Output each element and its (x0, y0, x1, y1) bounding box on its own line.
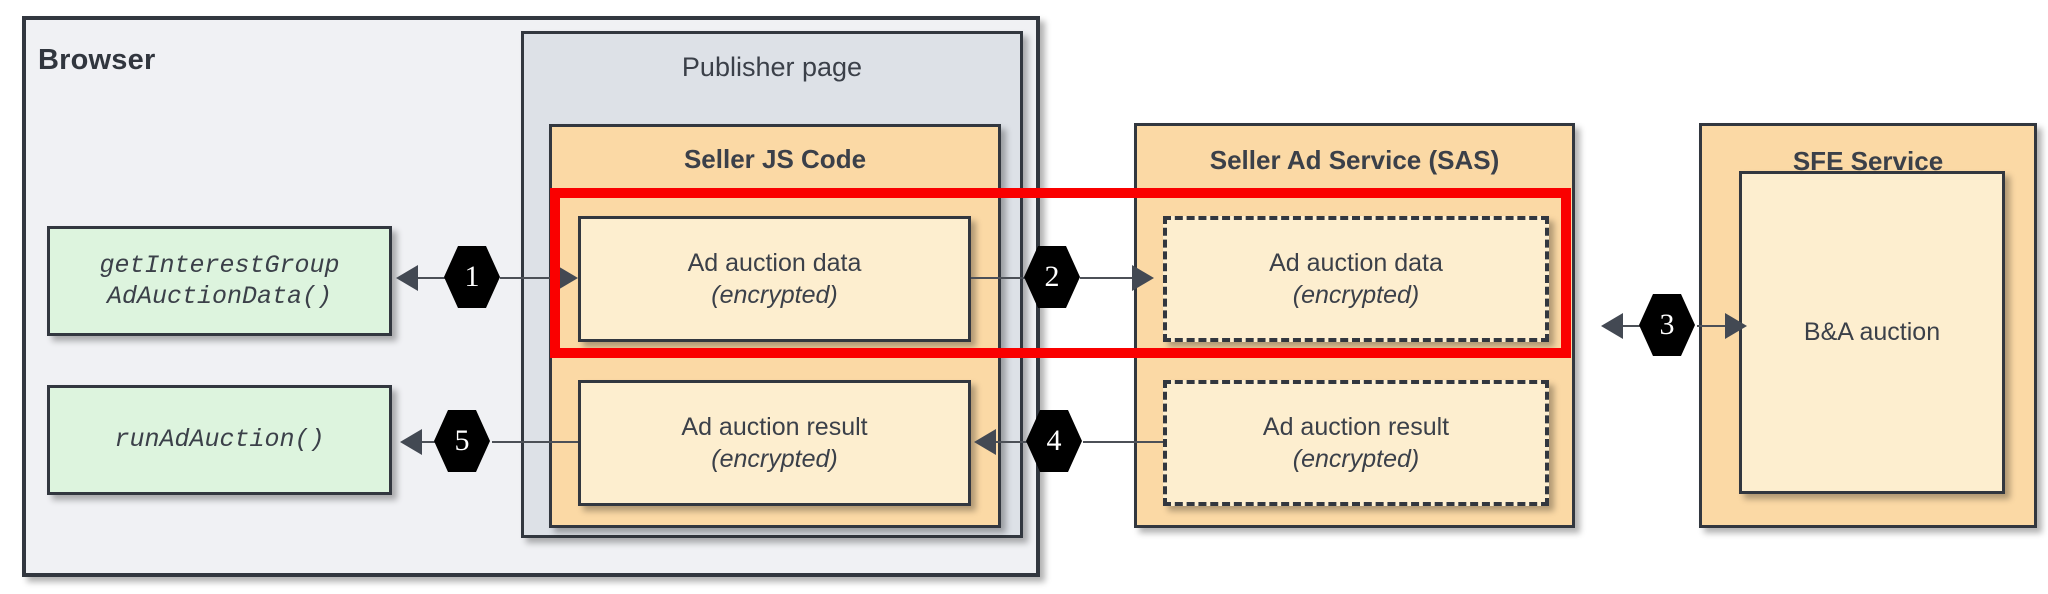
seller-js-code-title: Seller JS Code (683, 144, 867, 174)
api-box-run-ad-auction: runAdAuction() (47, 385, 392, 495)
connector-step-4-right (1083, 441, 1163, 443)
api-box-get-interest-group-ad-auction-data: getInterestGroup AdAuctionData() (47, 226, 392, 336)
step-marker-label: 5 (454, 424, 470, 457)
seller-ad-service-title: Seller Ad Service (SAS) (1209, 145, 1500, 175)
data-box-line1: Ad auction result (681, 412, 868, 441)
data-box-text: Ad auction result (encrypted) (681, 411, 867, 476)
data-box-line1: Ad auction data (1269, 248, 1443, 277)
sfe-bna-auction-box: B&A auction (1739, 171, 2005, 494)
step-marker-label: 2 (1044, 260, 1060, 293)
arrowhead-step-5-to-api (400, 429, 422, 455)
browser-title: Browser (38, 44, 156, 76)
arrowhead-step-4-to-jsbox (974, 429, 996, 455)
publisher-page-title: Publisher page (681, 52, 863, 82)
step-marker-2[interactable]: 2 (1024, 246, 1080, 308)
arrowhead-step-3-to-sas (1601, 313, 1623, 339)
data-box-line2: (encrypted) (711, 445, 838, 473)
connector-step-5-right (492, 441, 578, 443)
data-box-line1: Ad auction result (1262, 412, 1450, 441)
data-box-text: Ad auction data (encrypted) (688, 247, 862, 312)
step-marker-1[interactable]: 1 (444, 246, 500, 308)
step-marker-label: 4 (1046, 424, 1062, 457)
step-marker-label: 3 (1659, 308, 1675, 341)
arrowhead-step-3-to-sfe (1725, 313, 1747, 339)
data-box-line2: (encrypted) (1292, 445, 1420, 473)
connector-step-4-left (995, 441, 1054, 443)
seller-js-ad-auction-result-box: Ad auction result (encrypted) (578, 380, 971, 506)
connector-step-2-right (1080, 277, 1134, 279)
data-box-line2: (encrypted) (711, 281, 838, 309)
connector-step-3-right (1697, 325, 1727, 327)
step-marker-4[interactable]: 4 (1026, 410, 1082, 472)
seller-js-ad-auction-data-box: Ad auction data (encrypted) (578, 216, 971, 342)
sfe-bna-auction-label: B&A auction (1803, 318, 1941, 347)
api-label: getInterestGroup AdAuctionData() (99, 250, 340, 311)
connector-step-2-left (971, 277, 1052, 279)
arrowhead-step-1-to-api (396, 265, 418, 291)
data-box-line2: (encrypted) (1292, 281, 1420, 309)
data-box-text: Ad auction result (encrypted) (1263, 411, 1449, 476)
sas-ad-auction-result-box: Ad auction result (encrypted) (1163, 380, 1549, 506)
data-box-text: Ad auction data (encrypted) (1269, 247, 1443, 312)
data-box-line1: Ad auction data (687, 248, 862, 277)
step-marker-label: 1 (464, 260, 480, 293)
api-label: runAdAuction() (114, 425, 325, 455)
connector-step-1-right (500, 277, 568, 279)
arrowhead-step-1-to-jsbox (556, 265, 578, 291)
step-marker-5[interactable]: 5 (434, 410, 490, 472)
sas-ad-auction-data-box: Ad auction data (encrypted) (1163, 216, 1549, 342)
step-marker-3[interactable]: 3 (1639, 294, 1695, 356)
arrowhead-step-2-to-sas (1132, 265, 1154, 291)
